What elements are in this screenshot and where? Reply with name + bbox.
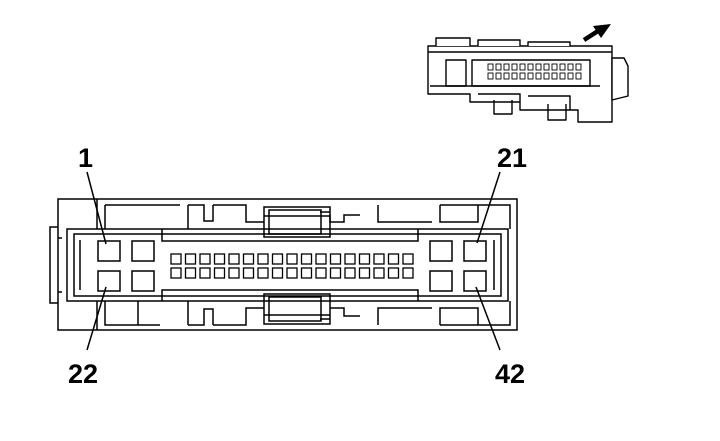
connector-3d-pin	[559, 72, 566, 80]
connector-3d-pin	[495, 63, 502, 71]
small-pin	[329, 253, 342, 265]
outer-housing	[57, 198, 518, 331]
connector-3d-pin	[519, 72, 526, 80]
connector-3d-pin-grid	[487, 63, 582, 80]
connector-3d-pin	[487, 72, 494, 80]
connector-3d-pin	[503, 63, 510, 71]
pin-21	[463, 240, 487, 262]
connector-3d-pin	[535, 72, 542, 80]
small-pin	[387, 267, 400, 279]
small-pin	[286, 267, 298, 279]
small-pin	[184, 267, 197, 279]
small-pin	[213, 267, 226, 279]
pin-large-bottom-left-2	[131, 270, 155, 292]
connector-3d-pin	[527, 63, 534, 71]
small-pin	[315, 267, 327, 279]
connector-face-view	[49, 198, 518, 331]
top-key	[263, 206, 331, 238]
small-pin	[271, 253, 284, 265]
pin-large-top-right-2	[429, 240, 453, 262]
pin-large-bottom-right-2	[429, 270, 453, 292]
small-pin	[184, 253, 197, 265]
small-pin	[402, 253, 414, 265]
connector-3d-pin	[543, 63, 550, 71]
small-pin	[271, 267, 284, 279]
connector-3d-pin	[519, 63, 526, 71]
pin-label-21: 21	[497, 143, 527, 173]
small-pin	[373, 253, 385, 265]
small-pin	[242, 253, 255, 265]
small-pin	[300, 253, 313, 265]
small-pin	[228, 267, 240, 279]
pin-22	[97, 270, 121, 292]
small-pin	[358, 253, 371, 265]
large-pins	[97, 240, 487, 292]
connector-3d-pin	[543, 72, 550, 80]
connector-3d-pin	[575, 63, 582, 71]
connector-3d-pin	[511, 63, 518, 71]
small-pin	[286, 253, 298, 265]
inner-cavity	[66, 228, 509, 302]
connector-3d-pin	[567, 72, 574, 80]
small-pin	[344, 267, 356, 279]
small-pin	[213, 253, 226, 265]
pin-label-42: 42	[495, 359, 525, 389]
small-pin	[199, 267, 211, 279]
small-pin	[344, 253, 356, 265]
pin-large-top-left-2	[131, 240, 155, 262]
arrow-icon	[582, 24, 611, 42]
connector-3d-pin	[495, 72, 502, 80]
small-pin	[358, 267, 371, 279]
connector-3d-pin	[551, 72, 558, 80]
pin-label-22: 22	[68, 359, 98, 389]
small-pin	[300, 267, 313, 279]
small-pin	[387, 253, 400, 265]
small-pin	[228, 253, 240, 265]
small-pin	[170, 267, 182, 279]
small-pin	[257, 253, 269, 265]
small-pin	[199, 253, 211, 265]
left-latch	[49, 226, 58, 304]
small-pin	[373, 267, 385, 279]
connector-3d-pin	[487, 63, 494, 71]
connector-3d-pin	[535, 63, 542, 71]
bottom-key	[263, 293, 331, 325]
connector-3d-pin	[527, 72, 534, 80]
connector-3d-pin	[511, 72, 518, 80]
small-pin	[329, 267, 342, 279]
small-pin	[170, 253, 182, 265]
small-pin-grid	[170, 253, 414, 279]
small-pin	[315, 253, 327, 265]
connector-3d-pin	[575, 72, 582, 80]
leader-lines	[86, 171, 501, 351]
connector-3d-pin	[559, 63, 566, 71]
connector-3d-pin	[567, 63, 574, 71]
connector-3d-pin	[551, 63, 558, 71]
connector-3d-pin	[503, 72, 510, 80]
pin-label-1: 1	[78, 143, 93, 173]
connector-3d-icon	[427, 37, 629, 123]
pin-1	[97, 240, 121, 262]
small-pin	[402, 267, 414, 279]
small-pin	[257, 267, 269, 279]
small-pin	[242, 267, 255, 279]
pin-42	[463, 270, 487, 292]
